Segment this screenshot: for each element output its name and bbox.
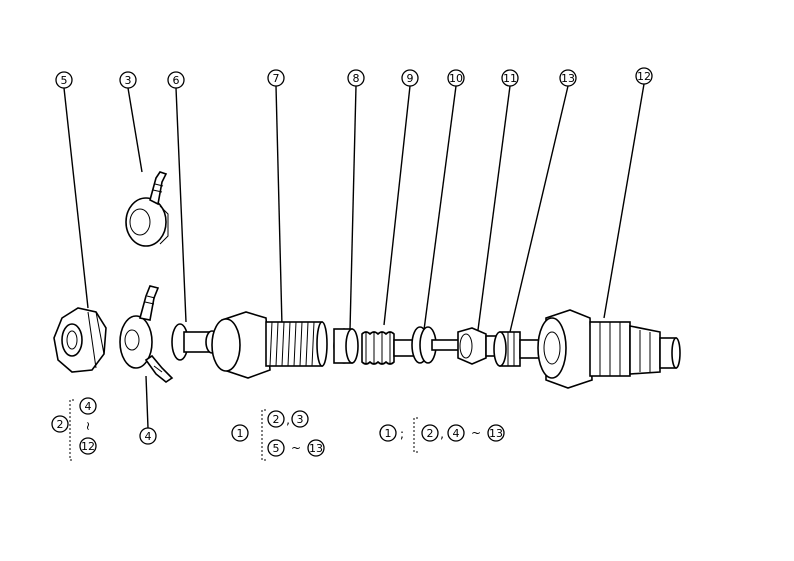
svg-text:12: 12 [637, 70, 651, 83]
svg-text:13: 13 [309, 442, 323, 455]
assembly-group-2: 2 4 ~ 12 [51, 397, 97, 461]
callout-3: 3 [119, 71, 137, 89]
part-5-hex-nut [53, 307, 107, 373]
svg-text:2: 2 [273, 413, 280, 426]
svg-text:3: 3 [297, 413, 304, 426]
callout-5: 5 [55, 71, 73, 89]
callout-4: 4 [139, 427, 157, 445]
svg-text:8: 8 [353, 72, 360, 85]
callout-10: 10 [447, 69, 465, 87]
svg-text:11: 11 [503, 72, 517, 85]
svg-text:5: 5 [61, 74, 68, 87]
svg-text:12: 12 [81, 440, 95, 453]
callout-11: 11 [501, 69, 519, 87]
leader-lines [63, 83, 645, 429]
part-11-small-nut [457, 327, 499, 365]
callout-7: 7 [267, 69, 285, 87]
svg-text:13: 13 [561, 72, 575, 85]
svg-text:,: , [286, 413, 290, 427]
callout-8: 8 [347, 69, 365, 87]
callout-13: 13 [559, 69, 577, 87]
part-8-disc [333, 328, 359, 364]
assembly-group-1b: 1 ; 2 , 4 ~ 13 [379, 417, 505, 453]
svg-text:6: 6 [173, 74, 180, 87]
part-3-banjo-fitting [125, 171, 169, 247]
svg-text:13: 13 [489, 427, 503, 440]
svg-text:2: 2 [57, 418, 64, 431]
svg-text:1: 1 [385, 427, 392, 440]
part-9-spring [361, 331, 415, 365]
callout-9: 9 [401, 69, 419, 87]
svg-text:5: 5 [273, 442, 280, 455]
svg-text:~: ~ [81, 421, 95, 431]
part-13-sleeve [493, 331, 545, 367]
svg-text:4: 4 [145, 430, 152, 443]
part-6-washer [171, 323, 219, 361]
callout-6: 6 [167, 71, 185, 89]
part-4-banjo-fitting [119, 285, 174, 383]
part-7-threaded-body [211, 311, 328, 379]
svg-text:7: 7 [273, 72, 280, 85]
svg-text:4: 4 [85, 400, 92, 413]
svg-text:~: ~ [291, 441, 301, 455]
assembly-group-1a: 1 2 , 3 5 ~ 13 [231, 409, 325, 461]
svg-text:,: , [440, 427, 444, 441]
svg-text:3: 3 [125, 74, 132, 87]
svg-text:9: 9 [407, 72, 414, 85]
callout-12: 12 [635, 67, 653, 85]
part-10-plunger [411, 326, 461, 364]
svg-text:1: 1 [237, 427, 244, 440]
svg-text:10: 10 [449, 72, 463, 85]
svg-text:;: ; [400, 427, 404, 441]
svg-text:~: ~ [471, 426, 481, 440]
part-12-nozzle-holder [537, 309, 681, 389]
svg-text:2: 2 [427, 427, 434, 440]
svg-text:4: 4 [453, 427, 460, 440]
